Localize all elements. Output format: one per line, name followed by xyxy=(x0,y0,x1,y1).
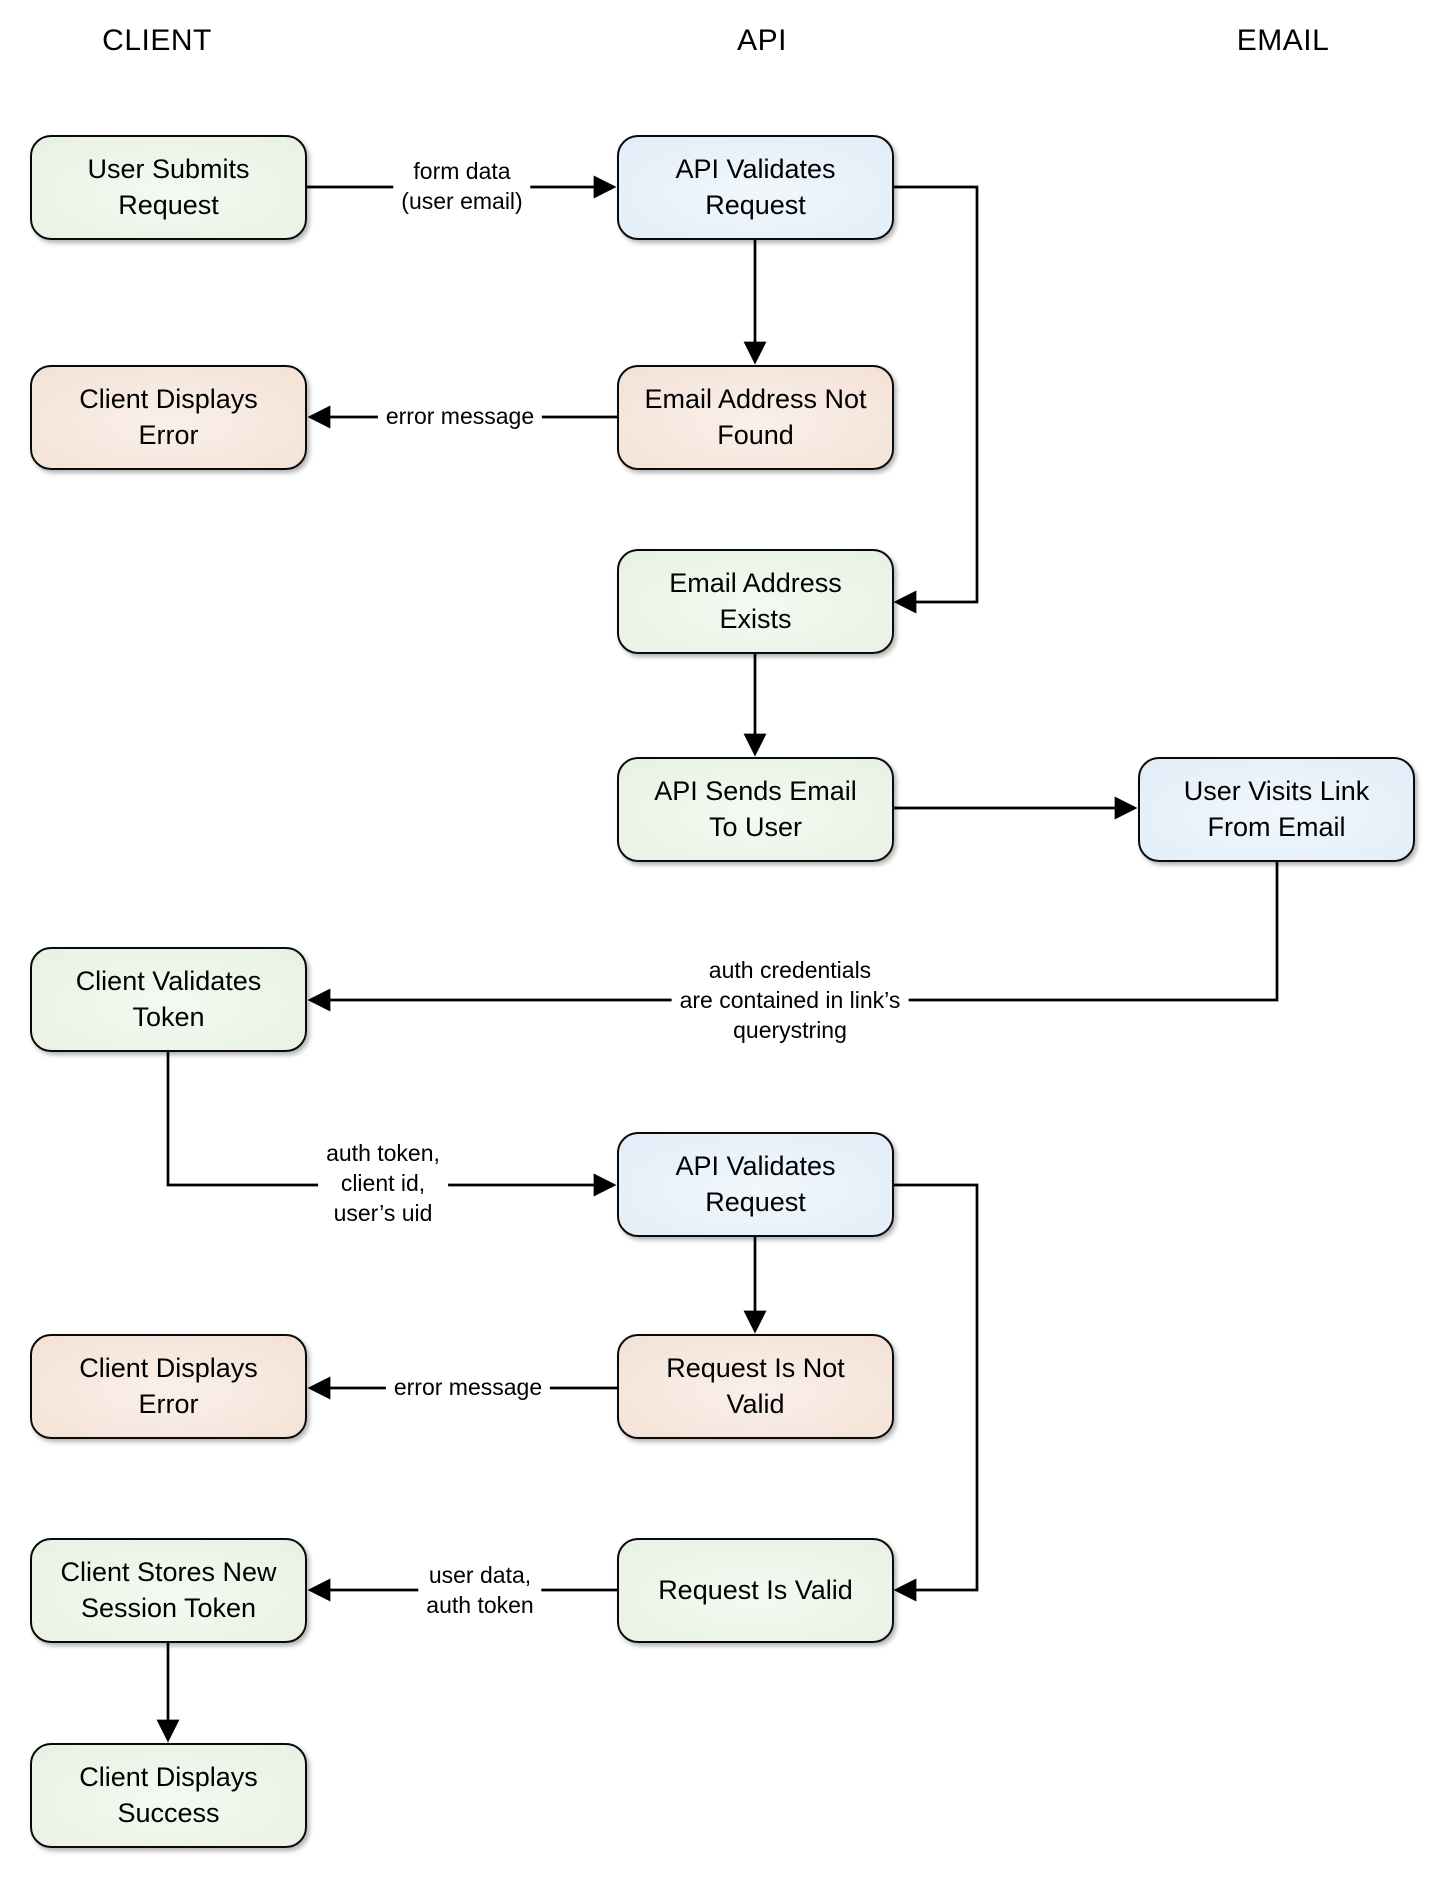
node-request-is-not-valid: Request Is Not Valid xyxy=(617,1334,894,1439)
node-email-address-not-found: Email Address Not Found xyxy=(617,365,894,470)
connector-validate2-to-valid xyxy=(893,1183,979,1602)
edge-label-auth-token: auth token, client id, user’s uid xyxy=(318,1139,448,1229)
edge-label-auth-credentials: auth credentials are contained in link’s… xyxy=(671,956,909,1046)
edge-label-error-message-1: error message xyxy=(377,402,543,432)
node-user-visits-link-from-email: User Visits Link From Email xyxy=(1138,757,1415,862)
column-header-email: EMAIL xyxy=(1236,24,1330,57)
node-client-displays-error-2: Client Displays Error xyxy=(30,1334,307,1439)
node-api-sends-email-to-user: API Sends Email To User xyxy=(617,757,894,862)
column-header-api: API xyxy=(737,24,787,57)
edge-label-error-message-2: error message xyxy=(385,1373,551,1403)
node-request-is-valid: Request Is Valid xyxy=(617,1538,894,1643)
edge-label-form-data: form data (user email) xyxy=(393,157,531,217)
node-user-submits-request: User Submits Request xyxy=(30,135,307,240)
node-api-validates-request-2: API Validates Request xyxy=(617,1132,894,1237)
node-client-displays-success: Client Displays Success xyxy=(30,1743,307,1848)
column-header-client: CLIENT xyxy=(102,24,212,57)
node-client-displays-error-1: Client Displays Error xyxy=(30,365,307,470)
node-email-address-exists: Email Address Exists xyxy=(617,549,894,654)
node-client-stores-new-session-token: Client Stores New Session Token xyxy=(30,1538,307,1643)
node-client-validates-token: Client Validates Token xyxy=(30,947,307,1052)
connector-visitlink-to-validatetoken xyxy=(307,860,1279,1012)
connector-validatetoken-to-validate2 xyxy=(166,1052,617,1197)
connector-validate1-to-exists xyxy=(893,185,979,614)
node-api-validates-request-1: API Validates Request xyxy=(617,135,894,240)
edge-label-user-data: user data, auth token xyxy=(418,1561,542,1621)
